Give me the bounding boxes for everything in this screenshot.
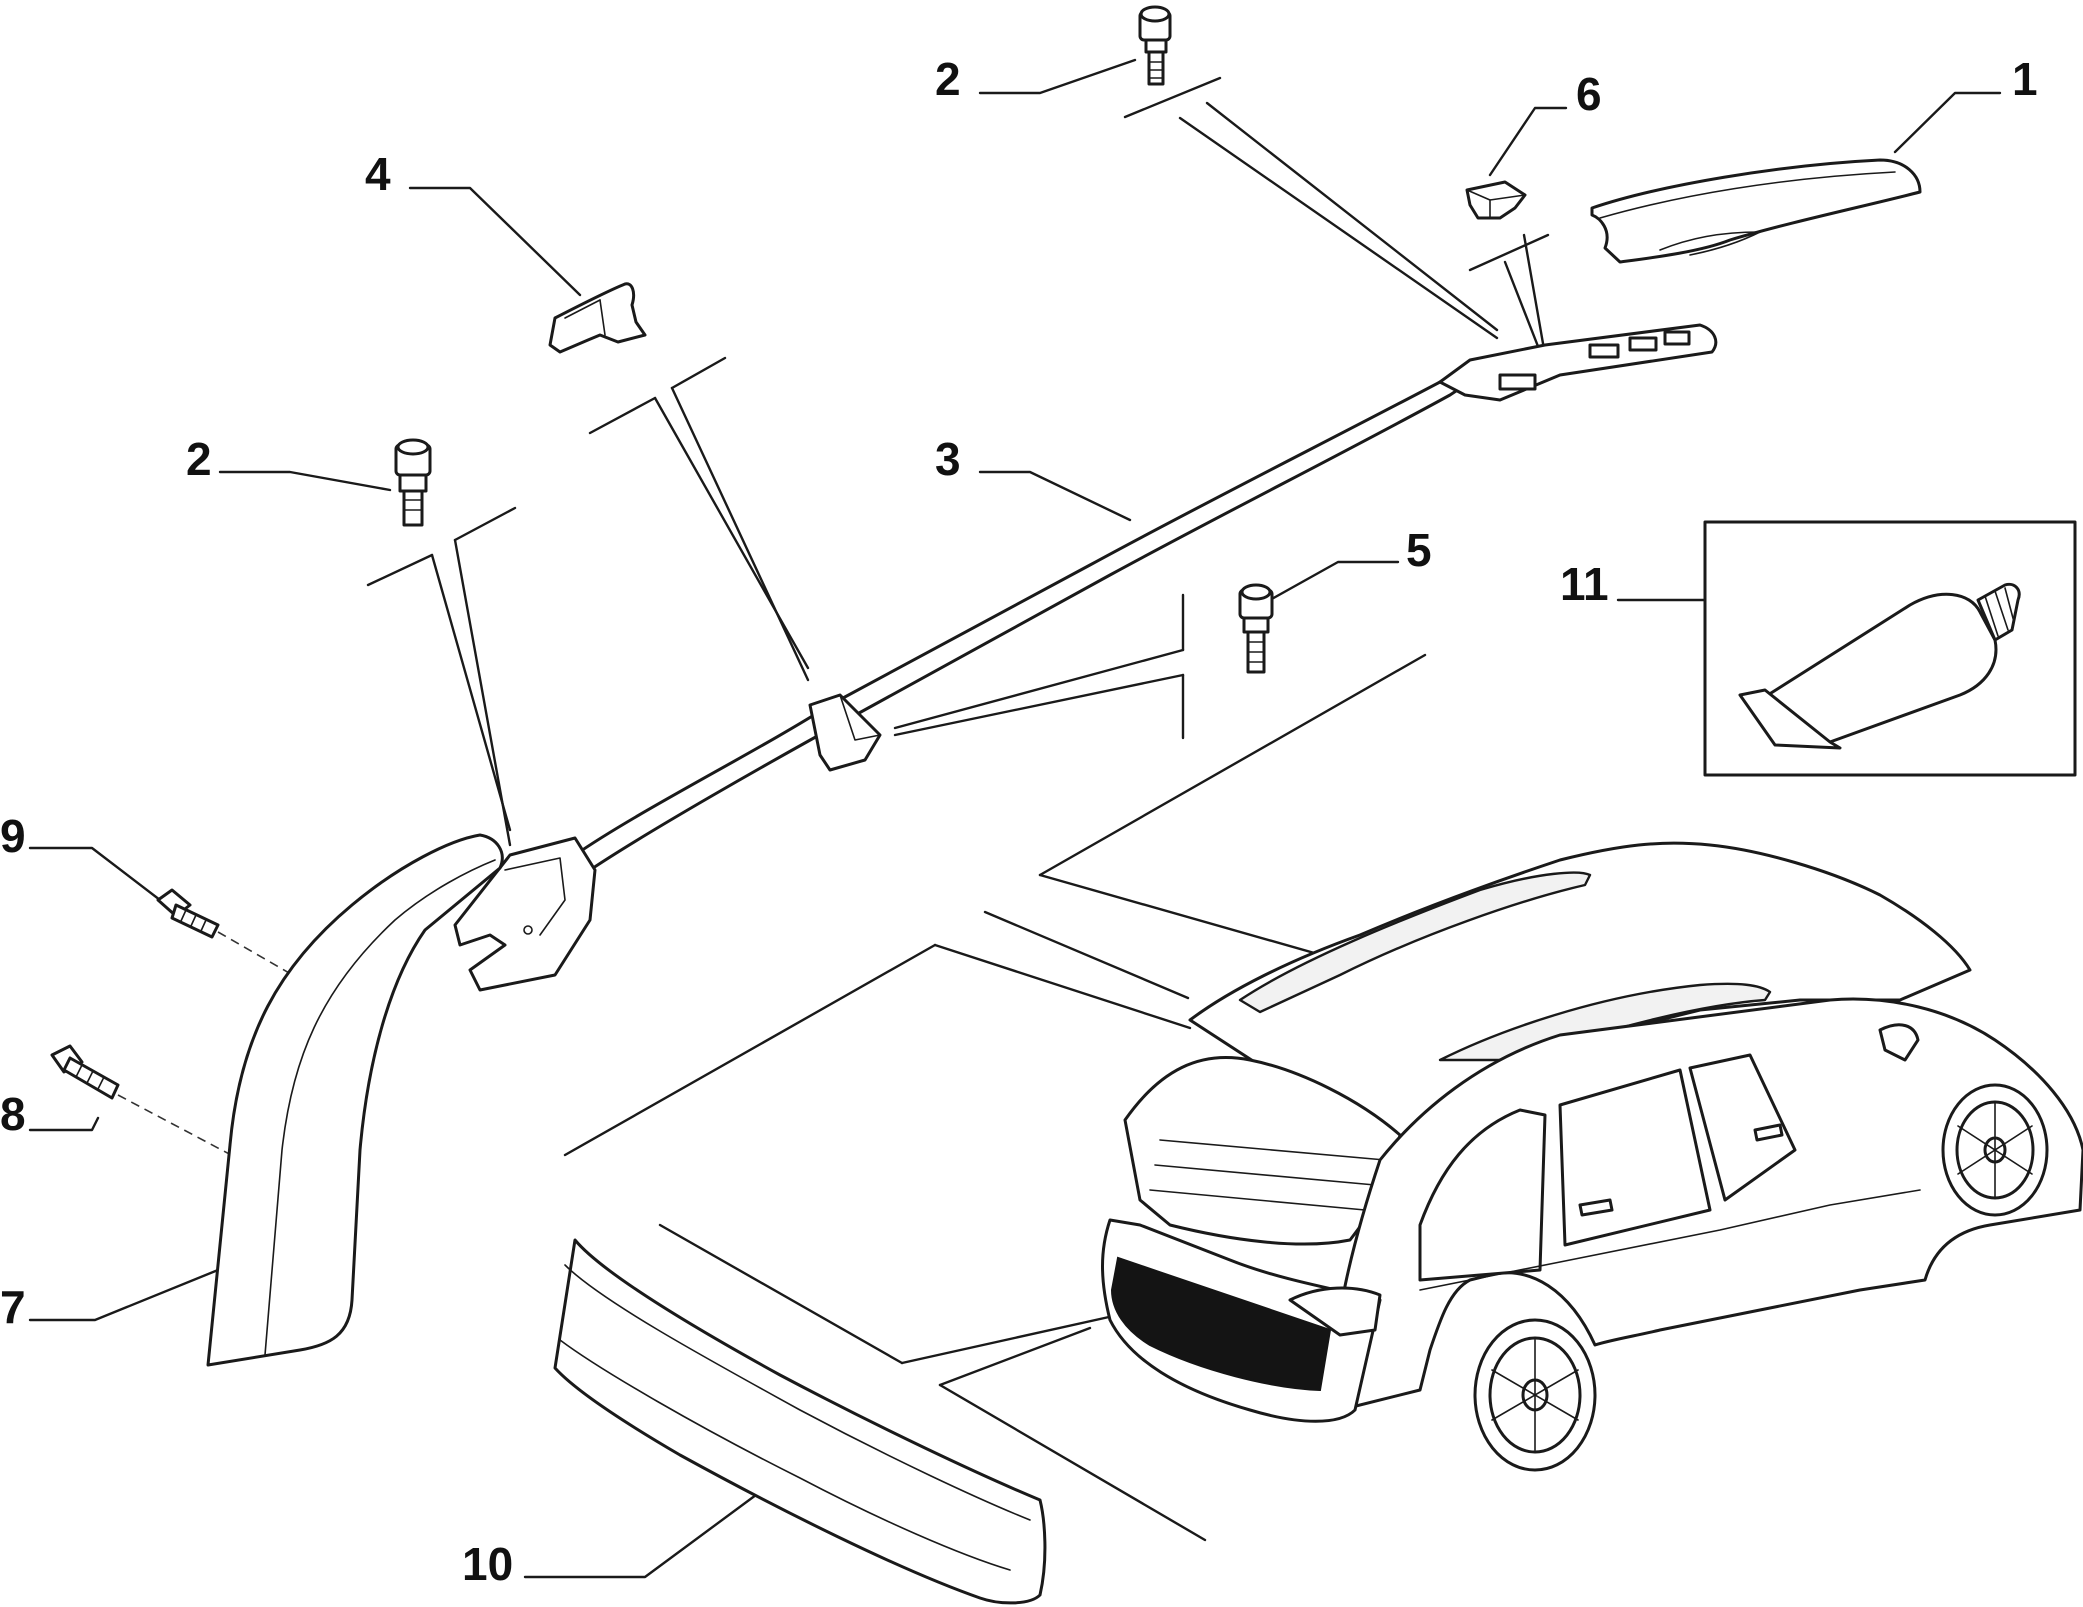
leader-7 [28,1268,220,1322]
leader-6 [1488,106,1568,177]
leader-5 [1268,560,1400,602]
leader-2-left [218,470,392,492]
screw-icon [1238,583,1274,674]
callout-5: 5 [1406,524,1432,576]
leader-lines [28,58,2002,1579]
callout-2-left: 2 [186,433,212,485]
stud-icon [156,888,311,986]
leader-1 [1893,91,2002,154]
leader-3 [978,470,1132,522]
callout-8: 8 [0,1088,26,1140]
callout-3: 3 [935,433,961,485]
vehicle-illustration [1101,841,2083,1472]
clip-icon [1465,180,1527,220]
callout-11: 11 [1560,558,1609,610]
bolt-icon [394,438,432,527]
callout-7: 7 [0,1281,26,1333]
callout-10: 10 [462,1538,513,1590]
leader-9 [28,846,162,902]
tailgate-trim-panel-icon [553,1238,1047,1605]
roof-rail-icon [453,323,1718,992]
screw-icon [50,1044,251,1166]
callout-1: 1 [2012,53,2038,105]
callout-2-top: 2 [935,53,961,105]
assembly-guide-lines [366,76,1587,1542]
bolt-icon [1138,5,1172,86]
adhesive-tube-icon [1703,520,2077,777]
callout-6: 6 [1576,68,1602,120]
leader-2-top [978,58,1137,95]
rail-front-cap-icon [548,282,647,354]
callout-9: 9 [0,810,26,862]
leader-10 [523,1490,762,1579]
leader-8 [28,1116,100,1132]
callout-4: 4 [365,148,391,200]
leader-4 [408,186,582,297]
pillar-trim-icon [206,833,504,1367]
roof-rail-end-cap-icon [1590,158,1922,264]
